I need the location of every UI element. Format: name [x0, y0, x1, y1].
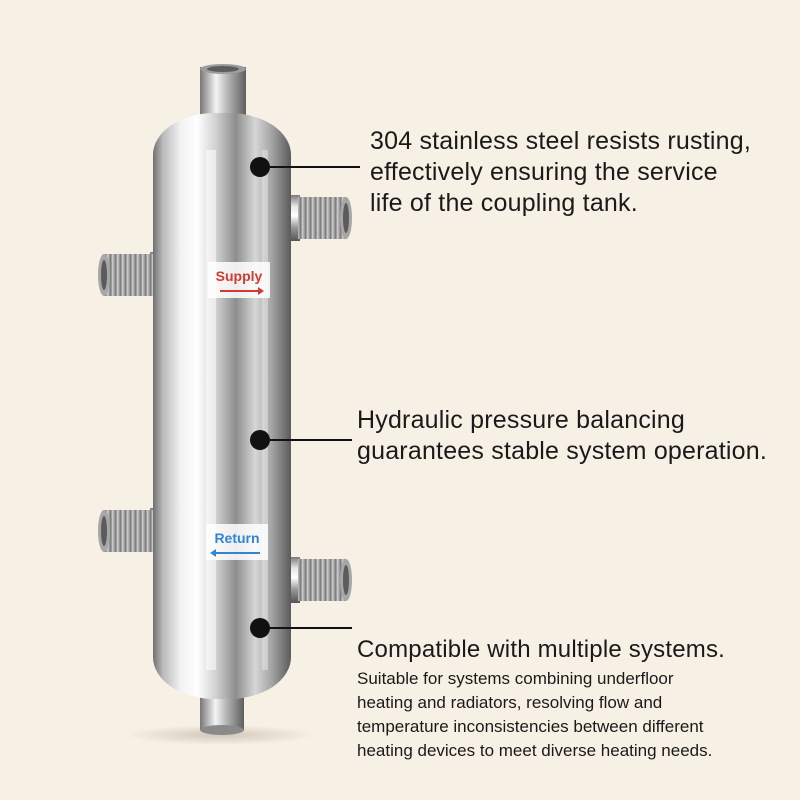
right-upper-pipe: [286, 195, 352, 241]
floor-shadow: [125, 725, 315, 745]
callout-heading: Compatible with multiple systems.: [357, 636, 726, 663]
return-label: Return: [206, 524, 268, 560]
callout-pointer-2: [250, 430, 352, 450]
supply-label-text: Supply: [216, 268, 263, 284]
callout-pointer-1: [250, 157, 360, 177]
return-label-text: Return: [214, 530, 259, 546]
callout-compatibility: Compatible with multiple systems. Suitab…: [357, 634, 797, 763]
tank-body: [153, 113, 291, 699]
callout-pointer-3: [250, 618, 352, 638]
callout-heading: Hydraulic pressure balancing guarantees …: [357, 406, 768, 465]
callout-heading: 304 stainless steel resists rusting, eff…: [370, 127, 751, 217]
callout-stainless-steel: 304 stainless steel resists rusting, eff…: [370, 126, 790, 219]
left-upper-pipe: [98, 252, 162, 296]
callout-pressure-balancing: Hydraulic pressure balancing guarantees …: [357, 405, 797, 467]
return-arrow-icon: [210, 549, 260, 557]
callout-body: Suitable for systems combining underfloo…: [357, 669, 713, 760]
supply-label: Supply: [208, 262, 270, 298]
left-lower-pipe: [98, 508, 162, 552]
top-nozzle: [200, 64, 246, 115]
right-lower-pipe: [286, 557, 352, 603]
supply-arrow-icon: [220, 287, 264, 295]
